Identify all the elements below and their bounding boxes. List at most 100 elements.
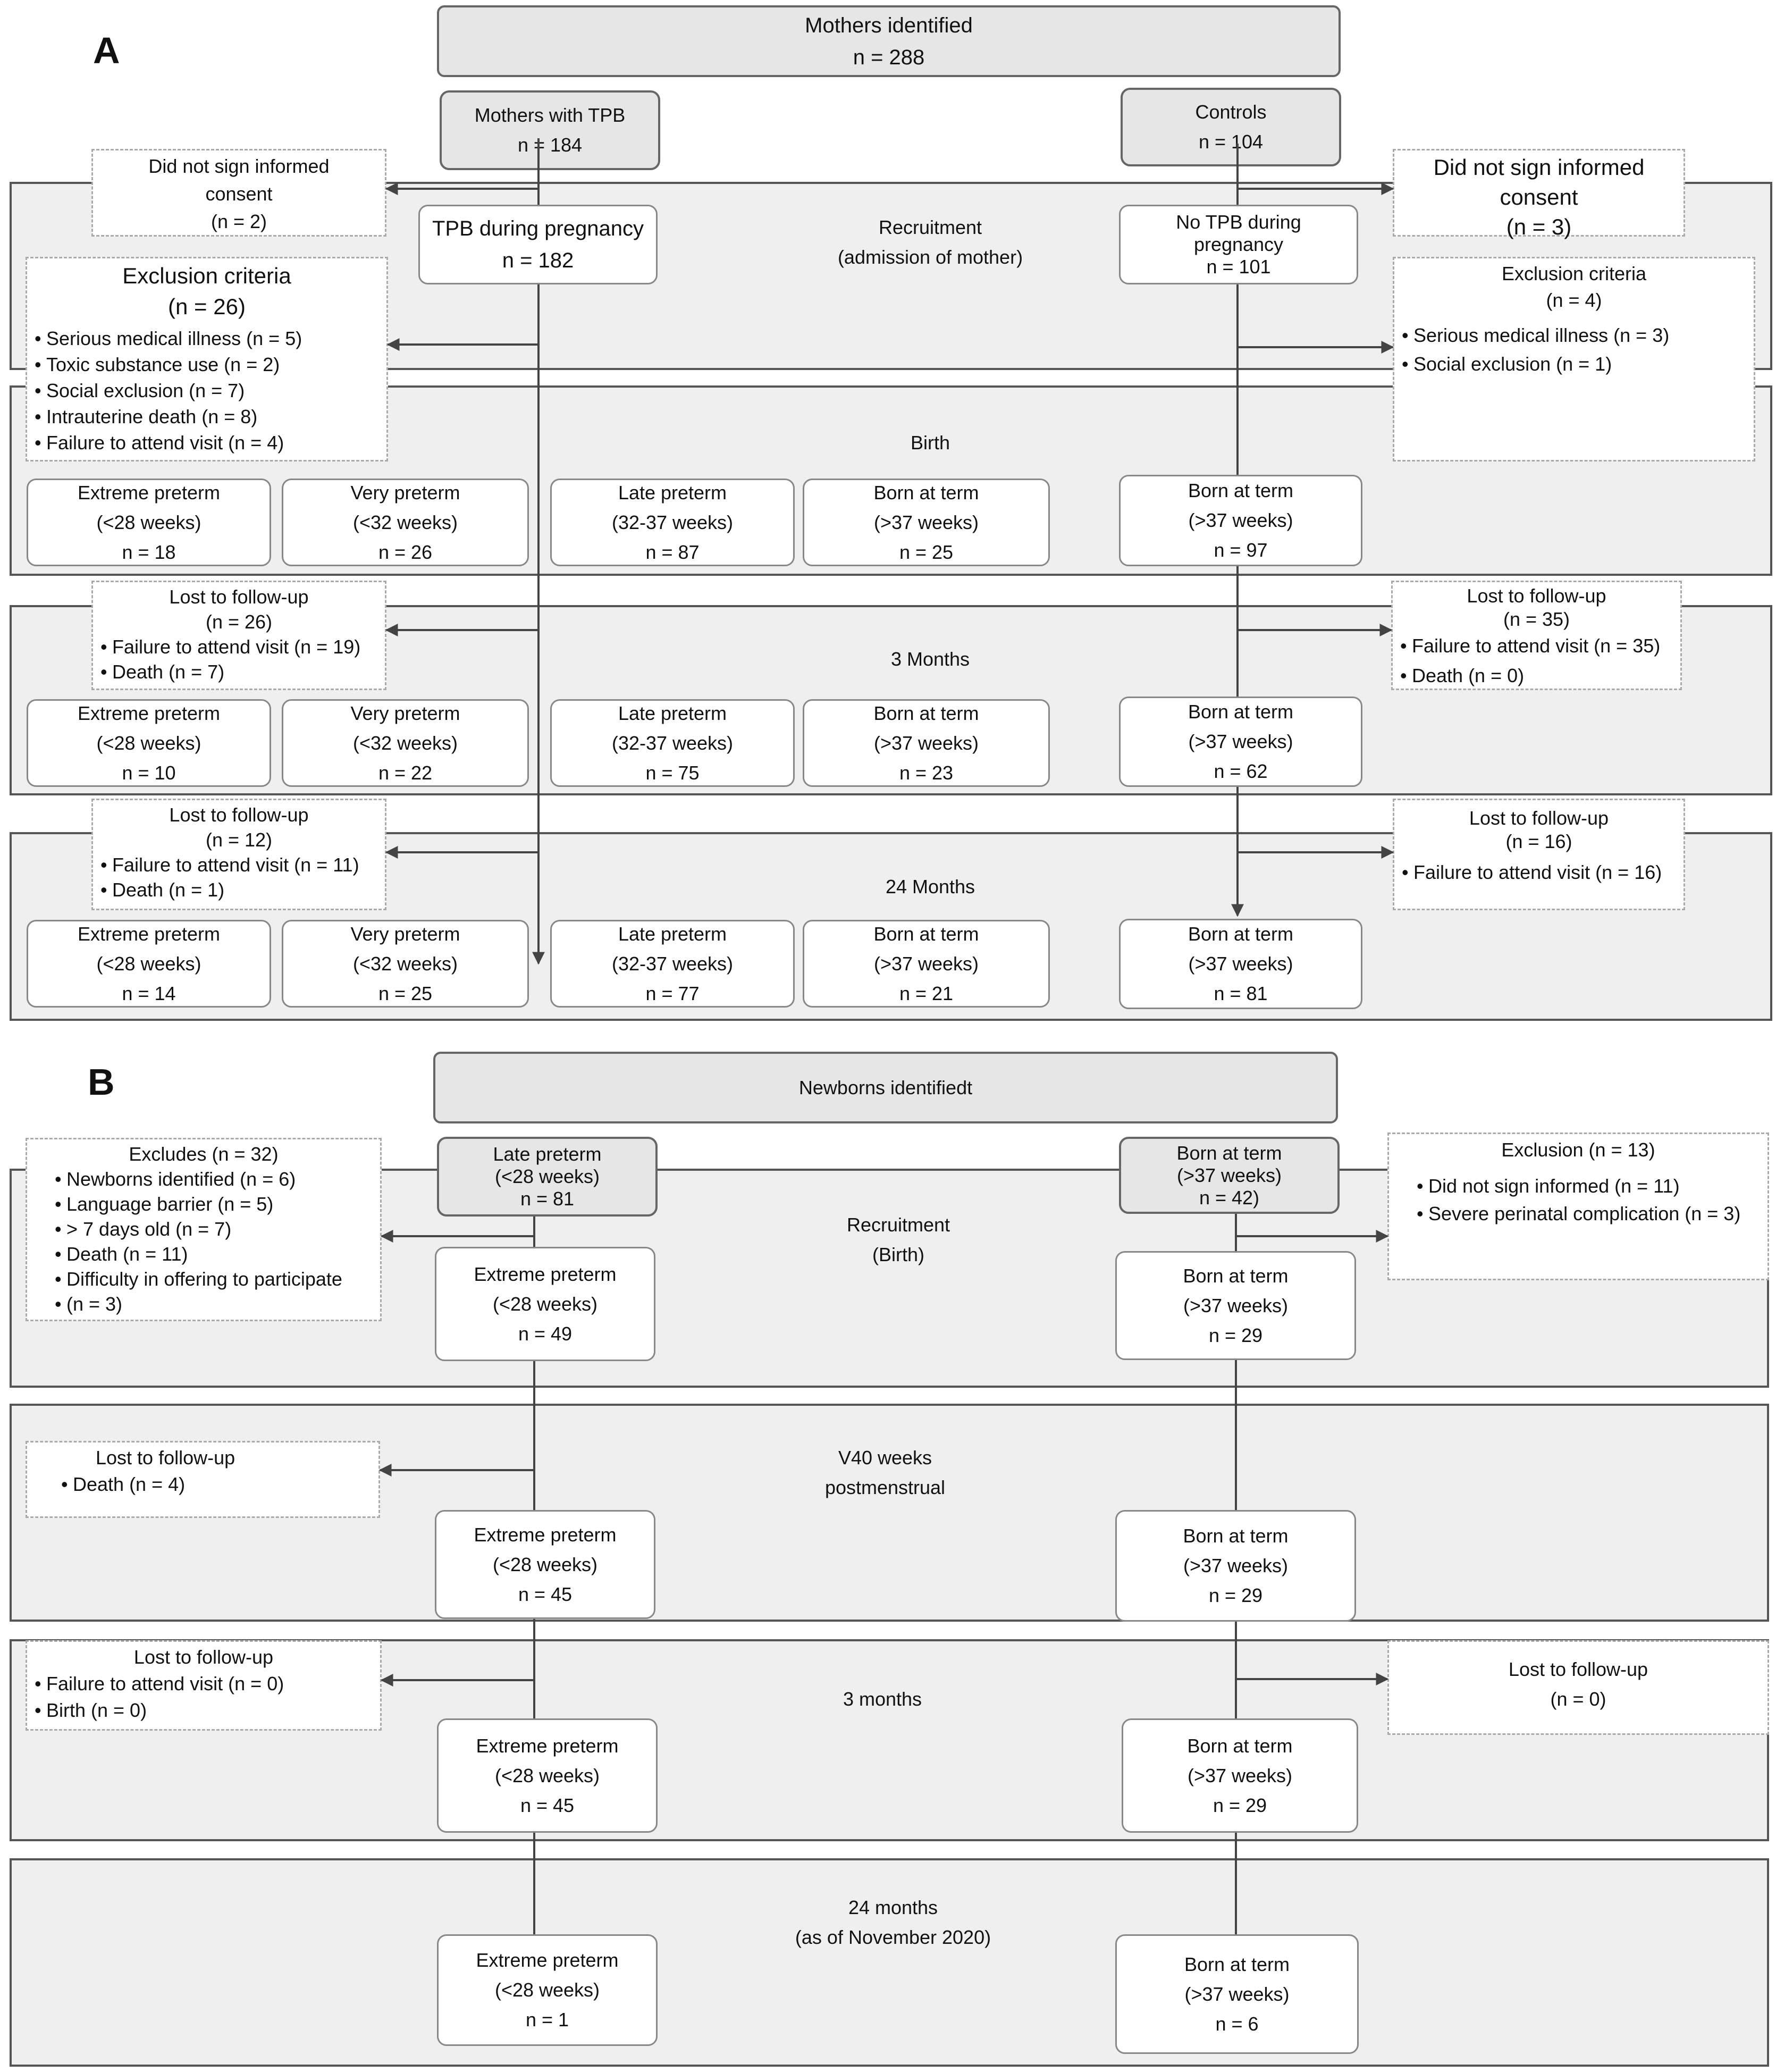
newborns-identified-box: Newborns identifiedt bbox=[433, 1052, 1338, 1123]
side-line: Did not sign informed bbox=[1433, 155, 1645, 180]
box-line: n = 45 bbox=[518, 1583, 573, 1605]
lost-list: Failure to attend visit (n = 11) Death (… bbox=[100, 852, 377, 902]
side-line: consent bbox=[205, 183, 273, 205]
stage-label-b-v40: V40 weeks postmenstrual bbox=[752, 1443, 1018, 1503]
box-line: pregnancy bbox=[1193, 233, 1284, 255]
box-line: Born at term bbox=[873, 922, 979, 945]
list-item: Toxic substance use (n = 2) bbox=[35, 351, 379, 378]
box-line: n = 1 bbox=[525, 2009, 569, 2031]
panel-a-letter: A bbox=[93, 30, 120, 71]
excludes-list: Newborns identified (n = 6) Language bar… bbox=[35, 1167, 373, 1316]
b-m3-extreme-preterm-box: Extreme preterm (<28 weeks) n = 45 bbox=[437, 1718, 658, 1833]
exclusion-list: Serious medical illness (n = 3) Social e… bbox=[1402, 321, 1746, 379]
box-line: n = 23 bbox=[899, 761, 954, 784]
m3-born-at-term-tpb-box: Born at term (>37 weeks) n = 23 bbox=[803, 699, 1050, 787]
list-item: Failure to attend visit (n = 11) bbox=[100, 852, 377, 877]
b-recruit-born-at-term-box: Born at term (>37 weeks) n = 29 bbox=[1115, 1251, 1356, 1360]
list-item: Failure to attend visit (n = 0) bbox=[35, 1671, 373, 1697]
m24-very-preterm-box: Very preterm (<32 weeks) n = 25 bbox=[282, 920, 529, 1008]
box-line: Very preterm bbox=[350, 922, 460, 945]
box-line: (<28 weeks) bbox=[492, 1293, 598, 1315]
box-title: Controls bbox=[1195, 101, 1267, 123]
box-line: (>37 weeks) bbox=[873, 732, 979, 754]
side-line: Did not sign informed bbox=[148, 155, 330, 177]
box-line: n = 77 bbox=[645, 982, 700, 1004]
stage-label-birth: Birth bbox=[797, 428, 1063, 458]
stage-line: 3 Months bbox=[890, 648, 970, 670]
m24-late-preterm-box: Late preterm (32-37 weeks) n = 77 bbox=[550, 920, 795, 1008]
box-count: n = 104 bbox=[1198, 131, 1264, 153]
stage-line: (as of November 2020) bbox=[795, 1926, 991, 1948]
box-line: (<28 weeks) bbox=[494, 1165, 600, 1187]
list-item: Death (n = 7) bbox=[100, 659, 377, 684]
side-line: (n = 2) bbox=[211, 211, 267, 232]
side-count: (n = 35) bbox=[1503, 608, 1570, 630]
no-consent-right-box: Did not sign informed consent (n = 3) bbox=[1393, 149, 1685, 239]
box-line: Very preterm bbox=[350, 702, 460, 724]
box-line: Born at term bbox=[1188, 701, 1294, 723]
m3-extreme-preterm-box: Extreme preterm (<28 weeks) n = 10 bbox=[27, 699, 271, 787]
box-line: n = 29 bbox=[1213, 1794, 1267, 1816]
b-m3-born-at-term-box: Born at term (>37 weeks) n = 29 bbox=[1122, 1718, 1358, 1833]
list-item-continued: (n = 3) bbox=[55, 1291, 373, 1316]
lost-b-3m-right-box: Lost to follow-up (n = 0) bbox=[1387, 1640, 1769, 1735]
box-line: Born at term bbox=[873, 481, 979, 504]
stage-line: Birth bbox=[910, 432, 950, 454]
box-line: n = 49 bbox=[518, 1322, 573, 1345]
stage-label-b-24-months: 24 months (as of November 2020) bbox=[744, 1893, 1042, 1952]
box-line: (<28 weeks) bbox=[494, 1979, 600, 2001]
list-item: Serious medical illness (n = 5) bbox=[35, 325, 379, 351]
box-line: (>37 weeks) bbox=[1188, 953, 1293, 975]
box-line: Extreme preterm bbox=[474, 1263, 617, 1285]
list-item: Social exclusion (n = 1) bbox=[1402, 350, 1746, 379]
box-line: n = 29 bbox=[1208, 1584, 1263, 1606]
list-item: Death (n = 4) bbox=[61, 1471, 371, 1498]
box-line: Extreme preterm bbox=[476, 1734, 619, 1757]
side-title: Lost to follow-up bbox=[169, 804, 309, 826]
box-line: n = 62 bbox=[1214, 760, 1268, 782]
stage-line: 24 months bbox=[848, 1897, 938, 1918]
stage-line: (Birth) bbox=[872, 1244, 924, 1265]
box-line: (<32 weeks) bbox=[352, 732, 458, 754]
stage-label-b-recruitment: Recruitment (Birth) bbox=[765, 1210, 1031, 1270]
list-item: Death (n = 0) bbox=[1400, 661, 1673, 691]
box-title: Mothers with TPB bbox=[474, 104, 626, 126]
lost-v40-box: Lost to follow-up Death (n = 4) bbox=[26, 1441, 380, 1518]
side-count: (n = 12) bbox=[205, 829, 273, 851]
box-line: n = 101 bbox=[1206, 256, 1271, 278]
box-count: n = 288 bbox=[853, 45, 925, 69]
box-count: n = 182 bbox=[502, 249, 574, 272]
list-item: Death (n = 1) bbox=[100, 877, 377, 902]
side-title: Lost to follow-up bbox=[1508, 1658, 1648, 1680]
box-line: Born at term bbox=[1187, 1734, 1293, 1757]
side-title: Exclusion criteria bbox=[1501, 263, 1647, 284]
b-m24-extreme-preterm-box: Extreme preterm (<28 weeks) n = 1 bbox=[437, 1934, 658, 2046]
box-line: Late preterm bbox=[493, 1143, 602, 1165]
box-line: Very preterm bbox=[350, 481, 460, 504]
box-line: (>37 weeks) bbox=[1184, 1983, 1290, 2005]
born-at-term-top-box: Born at term (>37 weeks) n = 42) bbox=[1119, 1137, 1340, 1214]
box-line: (<28 weeks) bbox=[96, 952, 201, 975]
box-line: n = 18 bbox=[122, 541, 176, 563]
stage-line: V40 weeks bbox=[838, 1447, 932, 1469]
side-title: Excludes (n = 32) bbox=[129, 1143, 279, 1165]
box-line: n = 29 bbox=[1208, 1324, 1263, 1346]
b-v40-born-at-term-box: Born at term (>37 weeks) n = 29 bbox=[1115, 1510, 1356, 1622]
box-line: Born at term bbox=[1183, 1525, 1289, 1547]
box-line: (>37 weeks) bbox=[1188, 731, 1293, 752]
lost-3m-right-box: Lost to follow-up (n = 35) Failure to at… bbox=[1391, 581, 1682, 691]
side-title: Lost to follow-up bbox=[1469, 807, 1609, 829]
side-title: Lost to follow-up bbox=[169, 586, 309, 608]
mothers-identified-box: Mothers identified n = 288 bbox=[437, 5, 1341, 77]
box-line: n = 10 bbox=[122, 761, 176, 784]
side-title: Lost to follow-up bbox=[96, 1447, 235, 1469]
box-line: (32-37 weeks) bbox=[611, 511, 734, 533]
stage-line: 24 Months bbox=[885, 876, 975, 897]
mothers-with-tpb-box: Mothers with TPB n = 184 bbox=[440, 90, 660, 170]
list-item: Social exclusion (n = 7) bbox=[35, 378, 379, 404]
list-item: Failure to attend visit (n = 4) bbox=[35, 430, 379, 456]
box-line: Extreme preterm bbox=[77, 481, 221, 504]
lost-list: Failure to attend visit (n = 0) Birth (n… bbox=[35, 1671, 373, 1724]
list-item: Failure to attend visit (n = 19) bbox=[100, 634, 377, 659]
side-count: (n = 4) bbox=[1546, 289, 1602, 311]
